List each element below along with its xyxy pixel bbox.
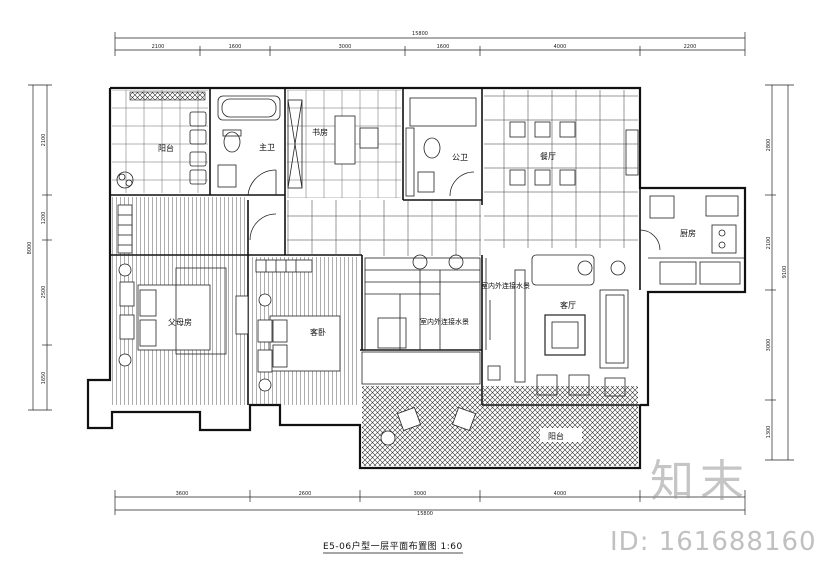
- left-dim-3: 2500: [41, 286, 47, 299]
- floor-note-1: 室内外连接水景: [481, 281, 530, 290]
- right-dim-4: 1300: [766, 426, 772, 439]
- room-label-dining: 餐厅: [540, 152, 556, 161]
- living-room-furniture: [487, 254, 629, 397]
- left-dimension-chain: [28, 84, 52, 411]
- exterior-walls: [86, 86, 747, 470]
- balcony-nw-floor: [112, 90, 208, 193]
- bottom-dim-3: 3000: [414, 491, 427, 497]
- drawing-title: E5-06户型一层平面布置图 1:60: [323, 540, 463, 552]
- right-dim-2: 2100: [766, 237, 772, 250]
- hall-floor: [287, 200, 481, 256]
- bottom-total-dimension: 15800: [417, 511, 433, 517]
- balcony-railing: [129, 91, 206, 101]
- balcony-s-furniture: [380, 406, 477, 446]
- parents-room-tv-cabinet: [235, 295, 249, 335]
- top-dim-2: 1600: [229, 44, 242, 50]
- top-dim-4: 1600: [437, 44, 450, 50]
- guest-door-swing: [249, 213, 277, 241]
- right-dimension-chain: [765, 84, 794, 461]
- room-label-parents-room: 父母房: [168, 317, 192, 327]
- room-label-balcony-nw: 阳台: [158, 143, 174, 153]
- right-total-dimension: 9100: [782, 266, 788, 279]
- top-total-dimension: 15800: [412, 31, 428, 37]
- stair-and-water-feature: [364, 254, 491, 351]
- parents-room-wardrobe: [117, 204, 133, 254]
- room-label-balcony-s: 阳台: [548, 431, 564, 441]
- bottom-dim-2: 2600: [299, 491, 312, 497]
- dining-table: [509, 121, 576, 186]
- floor-note-2: 室内外连接水景: [420, 317, 469, 326]
- dining-floor: [484, 90, 638, 248]
- dining-sideboard: [625, 129, 639, 176]
- balcony-s-steps: [361, 351, 481, 385]
- room-label-study: 书房: [312, 127, 328, 137]
- guest-room-wardrobe: [255, 259, 313, 273]
- left-dim-4: 1650: [41, 372, 47, 385]
- right-dim-3: 3000: [766, 339, 772, 352]
- parents-room-bed: [118, 263, 227, 367]
- room-label-guest-room: 客卧: [310, 327, 326, 337]
- watermark-logo: 知末: [650, 456, 750, 507]
- study-bookshelf: [287, 99, 303, 189]
- top-dim-3: 3000: [339, 44, 352, 50]
- top-dim-1: 2100: [152, 44, 165, 50]
- room-label-master-bath: 主卫: [259, 142, 275, 152]
- top-dimension-chain: [114, 32, 746, 56]
- right-dim-1: 2800: [766, 139, 772, 152]
- master-bath-fixtures: [217, 95, 281, 196]
- bottom-dimension-chain: [114, 490, 746, 515]
- left-dim-2: 1200: [41, 212, 47, 225]
- bottom-dim-4: 4000: [554, 491, 567, 497]
- room-label-kitchen: 厨房: [680, 228, 696, 238]
- guest-room-bed: [257, 293, 341, 392]
- room-label-public-bath: 公卫: [452, 153, 468, 162]
- left-dim-1: 2100: [41, 134, 47, 147]
- bottom-dim-1: 3600: [176, 491, 189, 497]
- room-label-living: 客厅: [560, 300, 576, 310]
- top-dim-5: 4000: [554, 44, 567, 50]
- left-total-dimension: 8000: [27, 242, 33, 255]
- top-dim-6: 2200: [684, 44, 697, 50]
- balcony-chairs: [189, 111, 207, 185]
- balcony-s-label-bg: [540, 428, 582, 442]
- plant-icon: [116, 171, 134, 189]
- kitchen-counters: [639, 195, 745, 285]
- public-bath-fixtures: [405, 97, 477, 197]
- study-desk: [334, 115, 379, 165]
- watermark-id: ID: 161688160: [610, 527, 817, 557]
